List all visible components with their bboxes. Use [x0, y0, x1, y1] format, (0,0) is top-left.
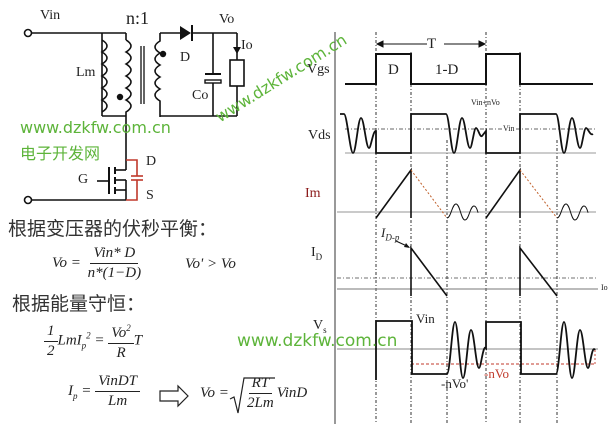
vs-high-label: Vin	[416, 311, 435, 326]
vin-label: Vin	[40, 8, 61, 23]
lm-label: Lm	[76, 65, 96, 80]
eq2-num-sup: 2	[126, 323, 131, 333]
polarity-dot-secondary	[159, 50, 167, 58]
eq3-lhs: I	[68, 382, 73, 399]
watermark-url-3: www.dzkfw.com.cn	[237, 331, 398, 351]
ground-terminal	[23, 195, 33, 205]
mosfet-icon	[97, 160, 127, 200]
vs-label-main: V	[313, 318, 324, 333]
eq3-num: VinDT	[95, 372, 141, 392]
eq2-sup: 2	[86, 330, 91, 341]
vs-waveform	[375, 320, 596, 380]
eq3-den: Lm	[107, 393, 128, 409]
heading-energy-conservation: 根据能量守恒：	[12, 293, 146, 315]
eq1-denominator: n*(1−D)	[87, 265, 142, 281]
vgs-waveform	[345, 53, 593, 85]
vs-label-sub: s	[323, 324, 327, 335]
secondary-winding-icon	[154, 33, 162, 117]
eq2-mid: LmI	[57, 332, 82, 349]
eq2-eq: =	[94, 332, 105, 349]
eq1-note: Vo' > Vo	[185, 256, 236, 272]
im-ringing-waveform	[446, 203, 589, 221]
load-resistor-icon	[229, 59, 245, 87]
eq3-sub: p	[73, 390, 78, 401]
polarity-dot-primary	[116, 93, 124, 101]
eq1-numerator: Vin* D	[90, 244, 139, 264]
eq4-tail: VinD	[276, 384, 308, 401]
vs-label: Vs	[313, 318, 327, 335]
vds-mid-label: Vin	[503, 124, 515, 133]
eq4-num: RT	[248, 374, 273, 394]
id-label-sub: D	[315, 251, 323, 262]
vo-label: Vo	[219, 12, 235, 27]
neg-nvo-label: -nVo	[484, 366, 510, 381]
eq2-den: R	[116, 345, 126, 361]
vds-high-label: Vin+nVo	[471, 98, 500, 107]
watermark-url-1: www.dzkfw.com.cn	[20, 118, 171, 137]
im-label: Im	[305, 186, 321, 201]
eq2-tail: T	[133, 332, 143, 349]
lm-inductor-icon	[100, 39, 108, 113]
eq3-eq: =	[81, 382, 92, 399]
vin-terminal	[23, 28, 33, 38]
co-label: Co	[192, 88, 209, 103]
waveform-chart	[334, 32, 598, 424]
eq2-half-num: 1	[44, 322, 58, 342]
source-label: S	[146, 188, 154, 203]
sqrt-symbol-icon	[229, 377, 275, 414]
idp-label-main: I	[381, 225, 386, 240]
io-label: Io	[241, 38, 253, 53]
watermark-name: 电子开发网	[20, 144, 101, 163]
implies-arrow-icon	[159, 384, 189, 408]
diode-label: D	[180, 50, 191, 65]
vgs-label: Vgs	[307, 62, 330, 77]
diode-icon	[180, 25, 193, 41]
output-capacitor-icon	[204, 73, 222, 84]
idp-label-sub: D-p	[385, 232, 400, 243]
idp-label: ID-p	[381, 225, 399, 243]
drain-label: D	[146, 154, 157, 169]
primary-winding-icon	[124, 39, 132, 116]
period-arrow	[375, 40, 487, 48]
parasitic-capacitor-icon	[126, 159, 143, 201]
duty-label: D	[388, 62, 399, 78]
neg-nvo-prime-label: -nVo'	[441, 376, 469, 391]
im-discharge-waveform	[410, 169, 558, 219]
vds-waveform	[340, 113, 594, 154]
heading-volt-second-balance: 根据变压器的伏秒平衡：	[8, 218, 218, 240]
vds-label: Vds	[308, 128, 331, 143]
gate-label: G	[78, 172, 89, 187]
eq2-half-den: 2	[47, 342, 55, 359]
eq2-sub: p	[81, 340, 87, 351]
id-waveform	[410, 245, 558, 297]
flyback-circuit	[23, 28, 238, 205]
id-label-main: I	[311, 245, 316, 260]
io-axis-label: Io	[601, 283, 608, 292]
io-arrow-icon	[233, 47, 241, 54]
id-label: ID	[311, 245, 322, 262]
eq4-lhs: Vo =	[200, 385, 229, 401]
eq4-den: 2Lm	[247, 395, 274, 411]
period-label: T	[427, 36, 437, 52]
off-duty-label: 1-D	[435, 62, 459, 78]
turns-ratio-label: n:1	[126, 8, 150, 28]
eq2-num: Vo	[111, 325, 127, 341]
eq1-lhs: Vo =	[52, 254, 81, 271]
im-waveform	[375, 167, 521, 219]
